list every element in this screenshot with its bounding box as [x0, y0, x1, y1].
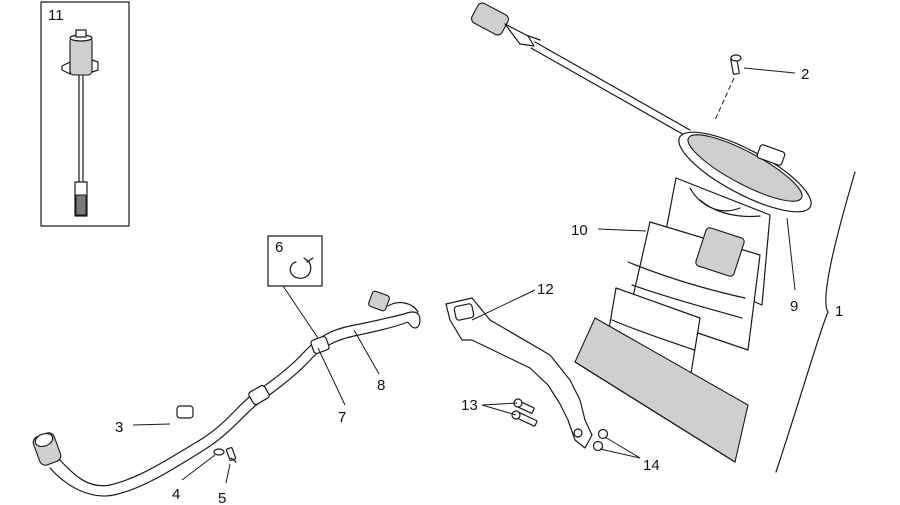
leader-lines	[132, 67, 796, 484]
callout-5: 5	[218, 490, 226, 505]
callout-13: 13	[461, 397, 478, 414]
callout-12: 12	[537, 281, 554, 298]
callout-6: 6	[275, 239, 283, 256]
callout-4: 4	[172, 486, 180, 503]
inset-box-part-6	[267, 235, 323, 345]
fuel-level-sender-drawing	[61, 29, 99, 217]
fuel-hose-assembly	[32, 290, 421, 497]
callout-1: 1	[835, 303, 843, 320]
mounting-bracket-assembly	[445, 297, 609, 452]
callout-8: 8	[377, 377, 385, 394]
bolt-pair-13	[511, 398, 538, 427]
callout-11: 11	[48, 7, 64, 24]
callout-7: 7	[338, 409, 346, 426]
callout-labels: 1 2 3 4 5 6 7 8 9 10 11 12 13 14	[48, 7, 843, 505]
nut-pair-14	[592, 428, 609, 452]
callout-3: 3	[115, 419, 123, 436]
callout-9: 9	[790, 298, 798, 315]
callout-14: 14	[643, 457, 660, 474]
callout-10: 10	[571, 222, 588, 239]
callout-2: 2	[801, 66, 809, 83]
inset-box-part-11	[40, 1, 130, 227]
fuel-pump-assembly	[471, 2, 856, 473]
